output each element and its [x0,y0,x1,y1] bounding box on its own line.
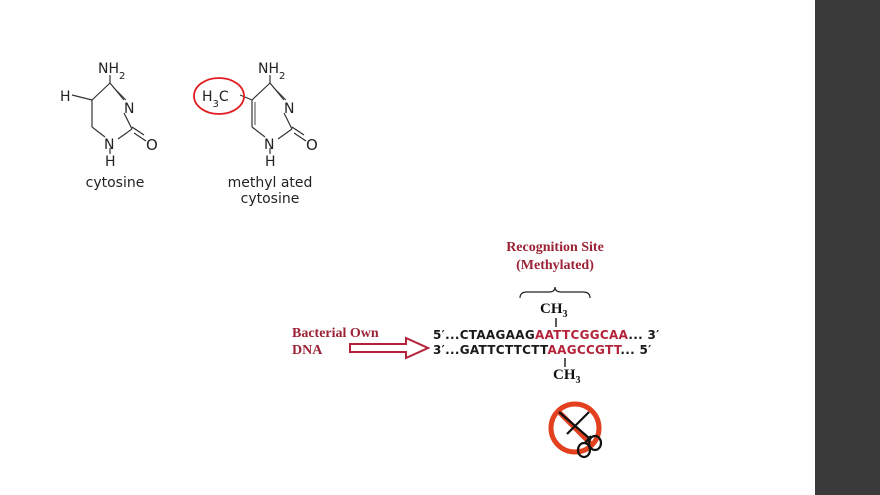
methyl-group-label: H3C [202,89,229,110]
methylated-ring-n1-label: N [264,137,274,153]
cytosine-caption: cytosine [85,175,145,191]
recognition-site-subtitle: (Methylated) [516,258,594,273]
methylated-caption: methyl ated cytosine [220,175,320,207]
dna-pointer-arrow [349,336,430,360]
methylated-cytosine-structure: H3C NH2 N N H O [193,61,318,170]
methyl-bond-bottom [564,358,566,367]
methylated-ring-n3-label: N [284,101,294,117]
cytosine-c5-h-label: H [60,89,71,105]
dna-strand-bottom: 3′...GATTCTTCTTAAGCCGTT... 5′ [433,343,652,357]
ch3-bottom-label: CH3 [553,367,581,386]
recognition-site-title: Recognition Site [506,240,604,255]
cytosine-ring-n3-label: N [124,101,134,117]
cytosine-structure: NH2 N N H O H [60,61,158,170]
strand-top-prefix: 5′...CTAAGAAG [433,328,535,342]
methylated-caption-line2: cytosine [240,191,300,207]
methylated-caption-line1: methyl ated [227,175,313,191]
methyl-bond-top [555,318,557,327]
strand-bottom-prefix: 3′...GATTCTTCTT [433,343,548,357]
strand-top-site: AATTCGGCAA [535,328,629,342]
no-scissors-icon [548,401,603,459]
bacterial-dna-label-line1: Bacterial Own [292,326,379,341]
methylated-oxygen-label: O [306,136,318,154]
methylated-amine-label: NH2 [258,61,285,82]
methyl-highlight-circle [193,77,245,115]
strand-bottom-site: AAGCCGTT [547,343,621,357]
methylated-n1-h-label: H [265,154,276,170]
strand-top-suffix: ... 3′ [628,328,660,342]
ch3-bottom-text: CH3 [553,367,581,386]
ch3-top-text: CH3 [540,301,568,320]
dna-strand-top: 5′...CTAAGAAGAATTCGGCAA... 3′ [433,328,660,342]
cytosine-n1-h-label: H [105,154,116,170]
bacterial-dna-label-line2: DNA [292,343,323,358]
recognition-bracket [519,286,591,299]
cytosine-oxygen-label: O [146,136,158,154]
cytosine-amine-label: NH2 [98,61,125,82]
right-sidebar-bar [815,0,880,495]
strand-bottom-suffix: ... 5′ [620,343,652,357]
cytosine-ring-n1-label: N [104,137,114,153]
ch3-top-label: CH3 [540,301,568,320]
